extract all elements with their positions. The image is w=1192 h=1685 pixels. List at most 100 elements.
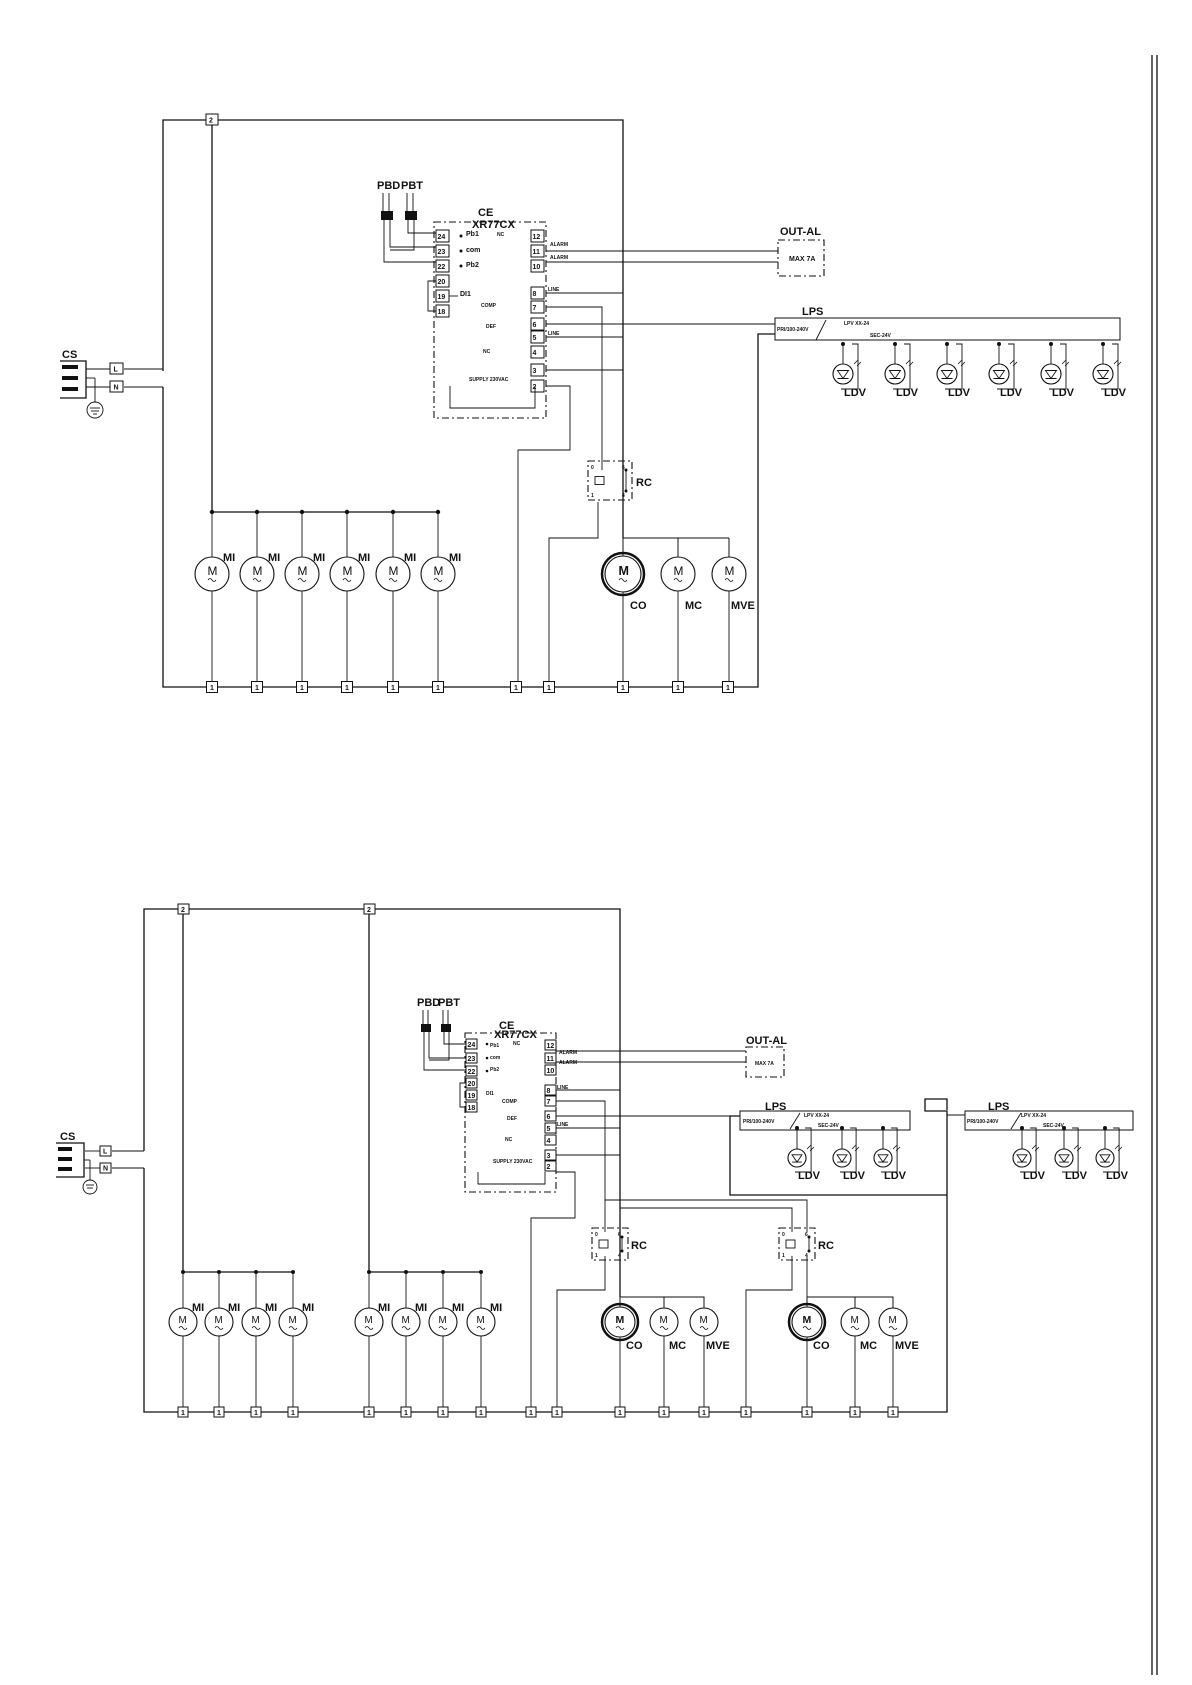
motor-symbol: M <box>619 564 630 578</box>
svg-text:ALARM: ALARM <box>559 1050 577 1056</box>
terminal-label: 1 <box>891 1410 895 1417</box>
terminal-label: 1 <box>436 685 440 692</box>
svg-text:PRI/100-240V: PRI/100-240V <box>967 1119 999 1125</box>
ce-terminal-label: 6 <box>547 1114 551 1121</box>
l-terminal-label: L <box>114 367 119 374</box>
svg-text:OUT-AL: OUT-AL <box>746 1035 787 1047</box>
motor: M MI <box>466 1302 502 1337</box>
motor-symbol: M <box>616 1314 625 1326</box>
motor-symbol: M <box>700 1315 708 1326</box>
motor: MMI <box>284 552 325 592</box>
svg-text:LINE: LINE <box>557 1122 569 1128</box>
terminal-label: 1 <box>254 1410 258 1417</box>
motor-symbol: M <box>298 564 308 578</box>
terminal-label: 1 <box>291 1410 295 1417</box>
terminal-label: 1 <box>181 1410 185 1417</box>
svg-text:2: 2 <box>181 907 185 914</box>
motor: MMI <box>168 1302 204 1337</box>
svg-text:Pb1: Pb1 <box>466 231 479 238</box>
svg-text:6: 6 <box>805 1232 808 1238</box>
ce-terminal-label: 24 <box>438 234 446 241</box>
motor-symbol: M <box>179 1315 187 1326</box>
terminal-block: 1 <box>722 681 734 693</box>
terminal-block: 1 <box>437 1406 449 1418</box>
led-label: LDV <box>844 387 867 399</box>
motor-label: MC <box>685 600 702 612</box>
svg-text:NC: NC <box>497 232 505 238</box>
terminal-label: 1 <box>555 1410 559 1417</box>
terminal-block: 1 <box>432 681 444 693</box>
motor-label: MI <box>490 1302 502 1314</box>
motor-symbol: M <box>252 1315 260 1326</box>
ce-terminal-label: 22 <box>438 264 446 271</box>
svg-text:LPV XX-24: LPV XX-24 <box>844 321 869 327</box>
n-terminal-label: N <box>114 385 119 392</box>
ce-terminal-label: 6 <box>533 322 537 329</box>
motor-label: MI <box>358 552 370 564</box>
svg-text:LPV XX-24: LPV XX-24 <box>804 1113 829 1119</box>
led-lamp: LDV <box>787 1126 821 1182</box>
led-lamp: LDV <box>832 1126 866 1182</box>
ce-terminal-label: 23 <box>438 249 446 256</box>
terminal-label: 1 <box>514 685 518 692</box>
ce-terminal-label: 11 <box>533 249 541 256</box>
terminal-block: 1 <box>617 681 629 693</box>
terminal-block: 1 <box>387 681 399 693</box>
terminal-label: 1 <box>217 1410 221 1417</box>
motor: MCO <box>787 1302 830 1352</box>
motor-label: MI <box>449 552 461 564</box>
motor: MMI <box>329 552 370 592</box>
terminal-block: 1 <box>551 1406 563 1418</box>
svg-text:NC: NC <box>483 349 491 355</box>
ce-terminal-label: 7 <box>547 1099 551 1106</box>
motor-symbol: M <box>803 1314 812 1326</box>
led-lamp: LDV <box>1092 342 1127 399</box>
terminal-block: 1 <box>250 1406 262 1418</box>
led-lamp: LDV <box>884 342 919 399</box>
terminal-label: 1 <box>345 685 349 692</box>
pbd-label: PBD <box>377 180 400 192</box>
terminal-label: 1 <box>367 1410 371 1417</box>
svg-text:OUT-AL: OUT-AL <box>780 226 821 238</box>
svg-text:LPV XX-24: LPV XX-24 <box>1021 1113 1046 1119</box>
motor-symbol: M <box>439 1315 447 1326</box>
terminal-block: 1 <box>658 1406 670 1418</box>
motor-symbol: M <box>477 1315 485 1326</box>
motor-symbol: M <box>889 1315 897 1326</box>
svg-text:DI1: DI1 <box>460 291 471 298</box>
motor-label: MI <box>228 1302 240 1314</box>
terminal-block: 1 <box>400 1406 412 1418</box>
terminal-block: 1 <box>296 681 308 693</box>
motor-label: MC <box>860 1340 877 1352</box>
motor-symbol: M <box>289 1315 297 1326</box>
motor: MMI <box>239 552 280 592</box>
led-lamp: LDV <box>1012 1126 1046 1182</box>
ce-terminal-label: 12 <box>533 234 541 241</box>
terminal-label: 1 <box>744 1410 748 1417</box>
led-label: LDV <box>884 1170 907 1182</box>
svg-text:NC: NC <box>505 1137 513 1143</box>
motor: MMI <box>278 1302 314 1337</box>
svg-text:PRI/100-240V: PRI/100-240V <box>743 1119 775 1125</box>
led-lamp: LDV <box>1040 342 1075 399</box>
terminal-label: 1 <box>529 1410 533 1417</box>
terminal-label: 1 <box>547 685 551 692</box>
motor: MMC <box>840 1307 877 1352</box>
motor-label: MI <box>415 1302 427 1314</box>
motor-symbol: M <box>402 1315 410 1326</box>
svg-text:LINE: LINE <box>548 331 560 337</box>
svg-text:DEF: DEF <box>486 324 496 330</box>
svg-text:Pb2: Pb2 <box>490 1067 499 1073</box>
led-lamp: LDV <box>832 342 867 399</box>
pbt-label: PBT <box>401 180 423 192</box>
svg-text:LPS: LPS <box>802 306 823 318</box>
motor-symbol: M <box>208 564 218 578</box>
led-label: LDV <box>1023 1170 1046 1182</box>
terminal-block: 1 <box>475 1406 487 1418</box>
ce-terminal-label: 20 <box>438 279 446 286</box>
